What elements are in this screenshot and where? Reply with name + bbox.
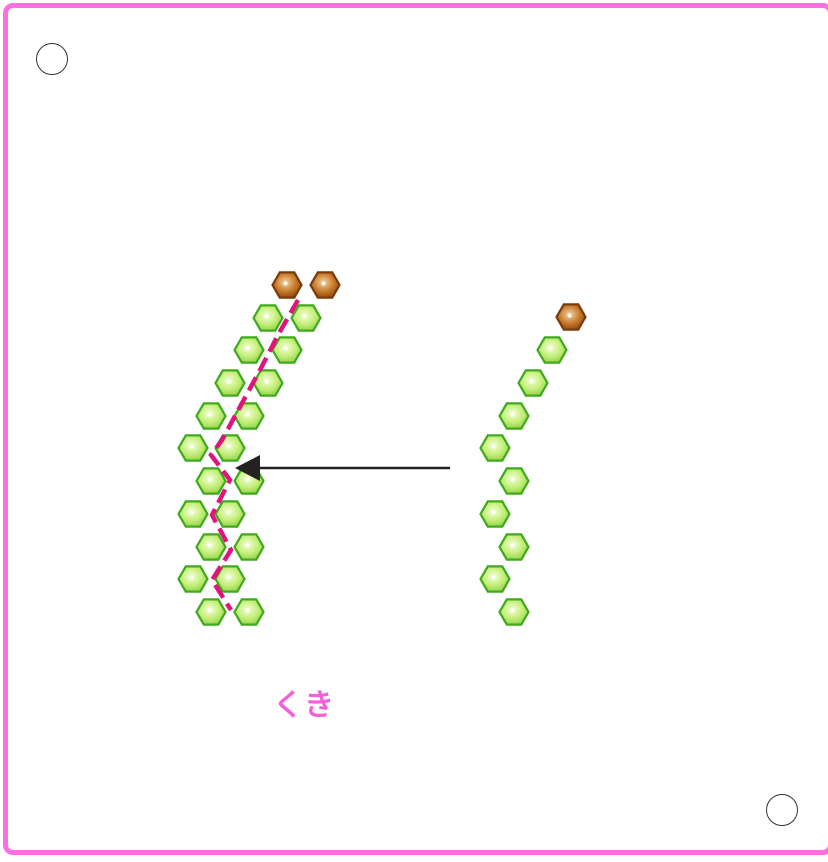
green-hexagon-bead-icon (500, 534, 529, 559)
green-hexagon-bead-icon (235, 534, 264, 559)
right-single-bead-stem (481, 304, 586, 624)
green-hexagon-bead-icon (519, 370, 548, 395)
brown-hexagon-bead-icon (311, 272, 340, 297)
green-hexagon-bead-icon (197, 403, 226, 428)
green-hexagon-bead-icon (197, 599, 226, 624)
green-hexagon-bead-icon (216, 501, 245, 526)
caption-label: くき (273, 680, 335, 724)
green-hexagon-bead-icon (481, 501, 510, 526)
green-hexagon-bead-icon (538, 337, 567, 362)
green-hexagon-bead-icon (179, 566, 208, 591)
green-hexagon-bead-icon (179, 501, 208, 526)
green-hexagon-bead-icon (235, 599, 264, 624)
green-hexagon-bead-icon (197, 534, 226, 559)
brown-hexagon-bead-icon (273, 272, 302, 297)
green-hexagon-bead-icon (500, 468, 529, 493)
green-hexagon-bead-icon (235, 337, 264, 362)
brown-hexagon-bead-icon (557, 304, 586, 329)
green-hexagon-bead-icon (481, 435, 510, 460)
green-hexagon-bead-icon (254, 370, 283, 395)
left-arrow-icon (235, 455, 450, 481)
green-hexagon-bead-icon (481, 566, 510, 591)
green-hexagon-bead-icon (197, 468, 226, 493)
green-hexagon-bead-icon (292, 305, 321, 330)
green-hexagon-bead-icon (500, 599, 529, 624)
left-double-bead-stem (179, 272, 340, 624)
green-hexagon-bead-icon (216, 370, 245, 395)
green-hexagon-bead-icon (500, 403, 529, 428)
green-hexagon-bead-icon (179, 435, 208, 460)
green-hexagon-bead-icon (254, 305, 283, 330)
